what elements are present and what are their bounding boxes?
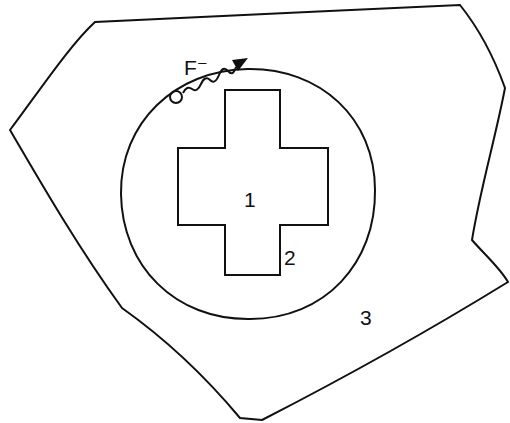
- region-number: 3: [360, 306, 372, 329]
- ion-label: F⁻: [184, 56, 208, 79]
- cross-region-outline: [178, 90, 328, 275]
- cross-region: 1: [178, 90, 328, 275]
- region-number: 1: [244, 188, 256, 211]
- region-number: 2: [284, 246, 296, 269]
- circle-region: 21: [120, 68, 376, 320]
